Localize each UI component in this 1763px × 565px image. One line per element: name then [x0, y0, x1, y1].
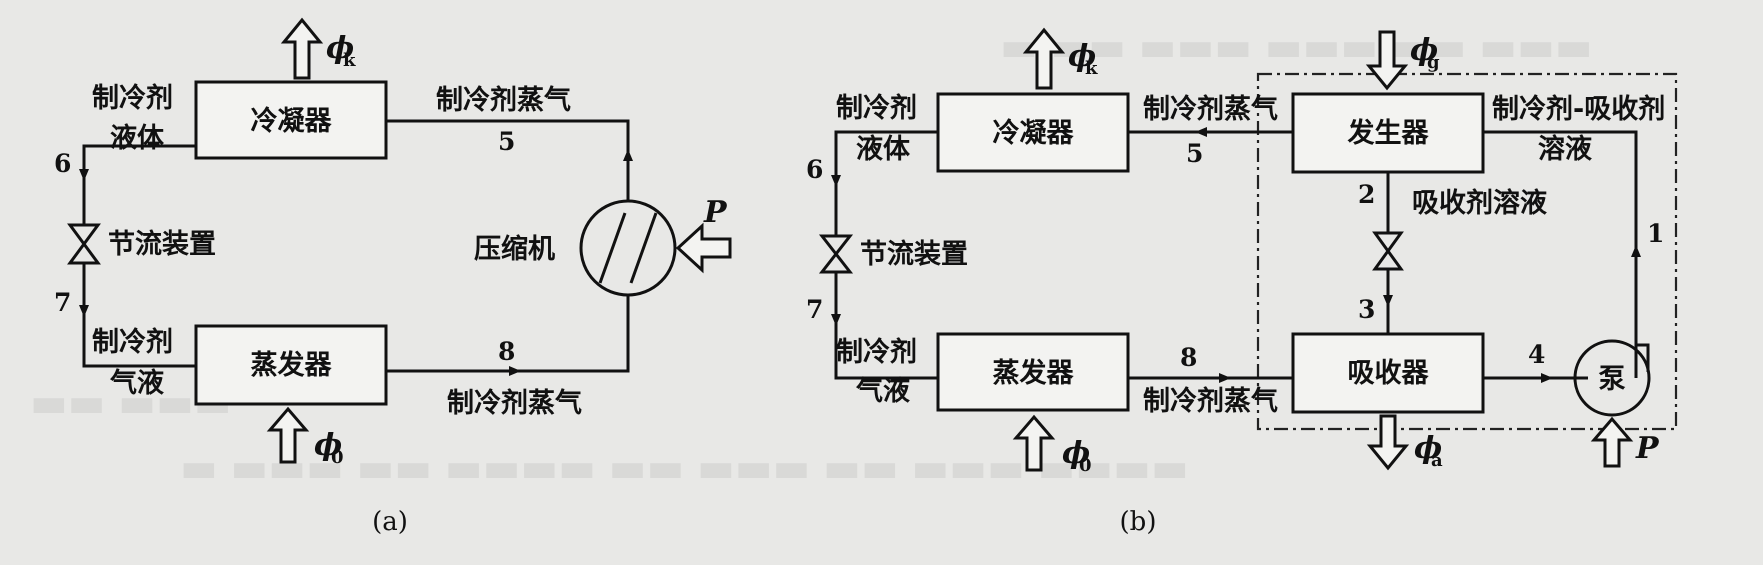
- power-input-arrow-icon: [675, 222, 732, 274]
- compressor-blade: [598, 212, 627, 284]
- liquid-line: [834, 130, 938, 236]
- solution-valve-icon: [1372, 231, 1404, 271]
- state-number: 3: [1358, 295, 1375, 324]
- diagram-b: 冷凝器 蒸发器 发生器 吸收器: [806, 27, 1678, 537]
- stream-label: 溶液: [1538, 133, 1592, 165]
- heat-evaporator-symbol: ϕ: [314, 428, 342, 463]
- evaporator-box: [936, 332, 1130, 412]
- pump-outlet: [1636, 343, 1650, 372]
- heat-condenser-subscript: k: [1085, 58, 1098, 79]
- absorber-box: [1291, 332, 1485, 414]
- stream-label: 制冷剂-吸收剂: [1492, 94, 1665, 125]
- stream-label: 制冷剂蒸气: [436, 85, 571, 116]
- state-number: 5: [1186, 139, 1203, 168]
- state-number: 6: [54, 149, 71, 178]
- heat-out-arrow-icon: [1366, 414, 1410, 471]
- evaporator-label: 蒸发器: [251, 349, 333, 381]
- pump-label: 泵: [1599, 364, 1626, 395]
- throttle-label: 节流装置: [860, 239, 968, 270]
- heat-out-arrow-icon: [1022, 27, 1066, 90]
- heat-condenser-symbol: ϕ: [326, 31, 354, 66]
- power-input-arrow-icon: [1590, 416, 1634, 468]
- power-symbol: P: [1635, 431, 1660, 466]
- stream-label: 气液: [855, 376, 910, 407]
- generator-absorber-boundary: [1256, 72, 1678, 431]
- heat-generator-symbol: ϕ: [1410, 33, 1438, 68]
- state-number: 7: [806, 295, 823, 324]
- heat-evaporator-symbol: ϕ: [1062, 436, 1090, 471]
- caption-b: (b): [1120, 507, 1157, 537]
- throttle-label: 节流装置: [108, 229, 216, 260]
- evaporator-label: 蒸发器: [993, 357, 1075, 389]
- heat-condenser-subscript: k: [343, 50, 356, 71]
- state-number: 1: [1647, 219, 1664, 248]
- stream-label: 制冷剂: [836, 337, 917, 368]
- bleed-through-text: ▬ ▬▬ ▬▬▬ ▬▬▬ ▬▬ ▬▬▬: [1000, 24, 1593, 70]
- heat-generator-subscript: g: [1427, 52, 1440, 73]
- condenser-label: 冷凝器: [251, 106, 333, 137]
- solution-to-generator-line: [1483, 130, 1638, 378]
- diagram-a: 冷凝器 蒸发器 节流装置 压缩机 P: [54, 17, 732, 537]
- suction-line: [386, 295, 630, 373]
- state-number: 5: [498, 127, 515, 156]
- state-number: 2: [1358, 180, 1375, 209]
- stream-label: 液体: [110, 123, 165, 154]
- heat-absorber-subscript: a: [1431, 450, 1443, 471]
- condenser-label: 冷凝器: [993, 118, 1075, 149]
- compressor-icon: [579, 199, 677, 297]
- stream-label: 制冷剂: [836, 93, 917, 124]
- generator-label: 发生器: [1347, 117, 1430, 149]
- heat-in-arrow-icon: [1365, 30, 1409, 91]
- stream-label: 制冷剂: [92, 83, 173, 114]
- state-number: 8: [1180, 343, 1197, 372]
- caption-a: (a): [372, 507, 408, 537]
- stream-label: 吸收剂溶液: [1412, 187, 1547, 219]
- compressor-blade: [629, 212, 658, 284]
- heat-in-arrow-icon: [266, 406, 310, 464]
- heat-condenser-symbol: ϕ: [1068, 39, 1096, 74]
- heat-absorber-symbol: ϕ: [1414, 431, 1442, 466]
- heat-out-arrow-icon: [280, 17, 324, 80]
- state-number: 7: [54, 288, 71, 317]
- absorber-label: 吸收器: [1348, 358, 1430, 389]
- stream-label: 制冷剂蒸气: [1143, 94, 1278, 125]
- stream-label: 制冷剂: [92, 327, 173, 358]
- power-symbol: P: [703, 195, 728, 230]
- state-number: 8: [498, 337, 515, 366]
- bleed-through-text: ▬ ▬▬▬ ▬▬ ▬▬▬▬ ▬▬ ▬▬▬ ▬▬ ▬▬▬ ▬▬▬▬: [180, 445, 1189, 491]
- pump-icon: [1573, 339, 1651, 417]
- liquid-line: [82, 144, 196, 225]
- stream-label: 气液: [109, 368, 164, 399]
- state-number: 6: [806, 155, 823, 184]
- throttle-valve-icon: [67, 223, 101, 265]
- heat-evaporator-subscript: 0: [331, 447, 344, 468]
- heat-in-arrow-icon: [1012, 414, 1056, 472]
- stream-label: 制冷剂蒸气: [1143, 386, 1278, 417]
- stream-label: 液体: [856, 134, 911, 165]
- throttle-valve-icon: [818, 234, 854, 274]
- stream-label: 制冷剂蒸气: [447, 388, 582, 419]
- state-number: 4: [1528, 340, 1545, 369]
- compressor-label: 压缩机: [474, 233, 555, 265]
- heat-evaporator-subscript: 0: [1079, 455, 1092, 476]
